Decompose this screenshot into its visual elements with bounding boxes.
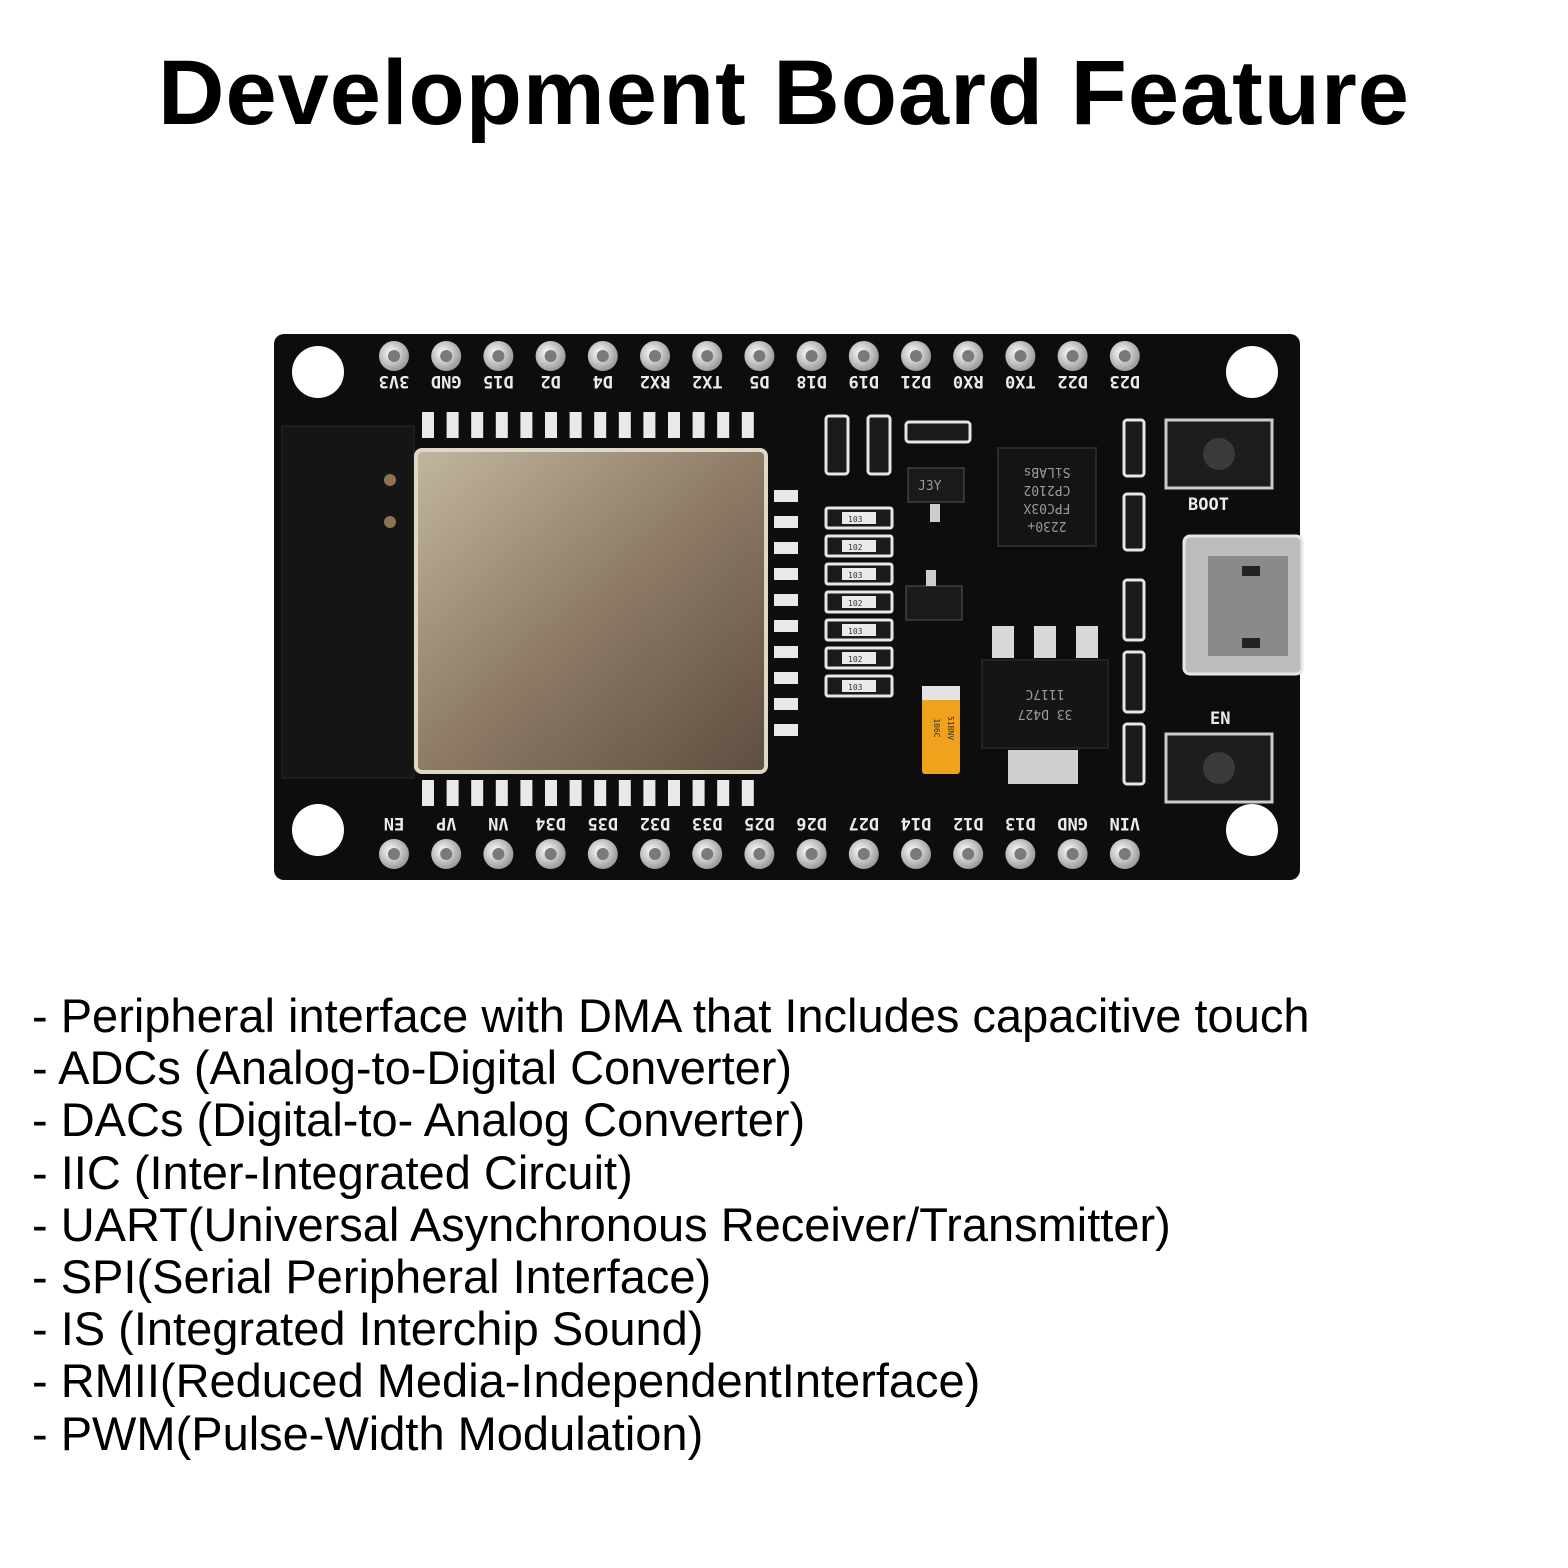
pin-label-bottom: VN (488, 813, 508, 833)
feature-item: - UART(Universal Asynchronous Receiver/T… (32, 1197, 1171, 1251)
feature-item: - IIC (Inter-Integrated Circuit) (32, 1145, 633, 1199)
feature-item: - RMII(Reduced Media-IndependentInterfac… (32, 1354, 981, 1408)
pin-label-bottom: VIN (1109, 813, 1140, 833)
pin-label-bottom: D25 (744, 813, 775, 833)
en-label: EN (1210, 709, 1230, 729)
pin-label-top: D5 (749, 371, 769, 391)
pin-label-bottom: VP (436, 813, 456, 833)
resistor-label: 103 (848, 683, 863, 692)
pin-label-top: RX0 (953, 371, 984, 391)
feature-item: - IS (Integrated Interchip Sound) (32, 1302, 704, 1356)
pin-label-bottom: D14 (901, 813, 932, 833)
capacitor-marking: 51BNV (946, 716, 955, 740)
pin-label-bottom: D34 (535, 813, 566, 833)
boot-label: BOOT (1188, 495, 1229, 515)
pin-label-top: D19 (848, 371, 879, 391)
capacitor-marking: 106C (932, 718, 941, 737)
pin-label-bottom: D27 (848, 813, 879, 833)
pin-label-top: D21 (901, 371, 932, 391)
pin-label-top: 3V3 (379, 371, 410, 391)
feature-item: - ADCs (Analog-to-Digital Converter) (32, 1041, 793, 1095)
pin-label-bottom: GND (1057, 813, 1088, 833)
resistor-label: 102 (848, 599, 863, 608)
pin-label-bottom: D33 (692, 813, 723, 833)
usb-chip-marking: CP2102 (1024, 482, 1071, 497)
pin-label-top: D18 (796, 371, 827, 391)
resistor-label: 102 (848, 543, 863, 552)
voltage-regulator (981, 659, 1109, 749)
pin-label-top: D22 (1057, 371, 1088, 391)
mount-hole (292, 804, 344, 856)
pin-label-top: D15 (483, 371, 514, 391)
pin-label-bottom: D13 (1005, 813, 1036, 833)
pin-label-top: TX0 (1005, 371, 1036, 391)
feature-list: - Peripheral interface with DMA that Inc… (32, 989, 1552, 1460)
pin-label-bottom: D26 (796, 813, 827, 833)
pin-label-top: GND (431, 371, 462, 391)
pin-label-top: TX2 (692, 371, 723, 391)
usb-chip-marking: SiLABs (1024, 464, 1071, 479)
usb-chip-marking: 2230+ (1027, 518, 1066, 533)
feature-item: - SPI(Serial Peripheral Interface) (32, 1250, 712, 1304)
pin-label-top: D4 (593, 371, 613, 391)
pin-label-bottom: D12 (953, 813, 984, 833)
pin-label-top: RX2 (640, 371, 671, 391)
feature-item: - PWM(Pulse-Width Modulation) (32, 1406, 704, 1460)
pin-label-top: D2 (540, 371, 560, 391)
pin-label-bottom: EN (384, 813, 404, 833)
regulator-marking: 1117C (1025, 686, 1064, 701)
mount-hole (1226, 804, 1278, 856)
pin-label-bottom: D32 (640, 813, 671, 833)
esp32-module-shield (414, 448, 768, 774)
usb-chip-marking: FPC03X (1023, 500, 1070, 515)
feature-item: - Peripheral interface with DMA that Inc… (32, 989, 1310, 1042)
feature-item: - DACs (Digital-to- Analog Converter) (32, 1093, 806, 1147)
usb-uart-chip (997, 447, 1097, 547)
pin-label-top: D23 (1109, 371, 1140, 391)
resistor-label: 103 (848, 627, 863, 636)
resistor-label: 103 (848, 515, 863, 524)
pin-label-bottom: D35 (587, 813, 618, 833)
tantalum-capacitor (922, 686, 960, 774)
mount-hole (1226, 346, 1278, 398)
resistor-label: 103 (848, 571, 863, 580)
regulator-marking: 33 D427 (1018, 706, 1073, 721)
mount-hole (292, 346, 344, 398)
page-title: Development Board Feature (158, 42, 1410, 144)
resistor-label: 102 (848, 655, 863, 664)
transistor-label: J3Y (918, 479, 942, 494)
